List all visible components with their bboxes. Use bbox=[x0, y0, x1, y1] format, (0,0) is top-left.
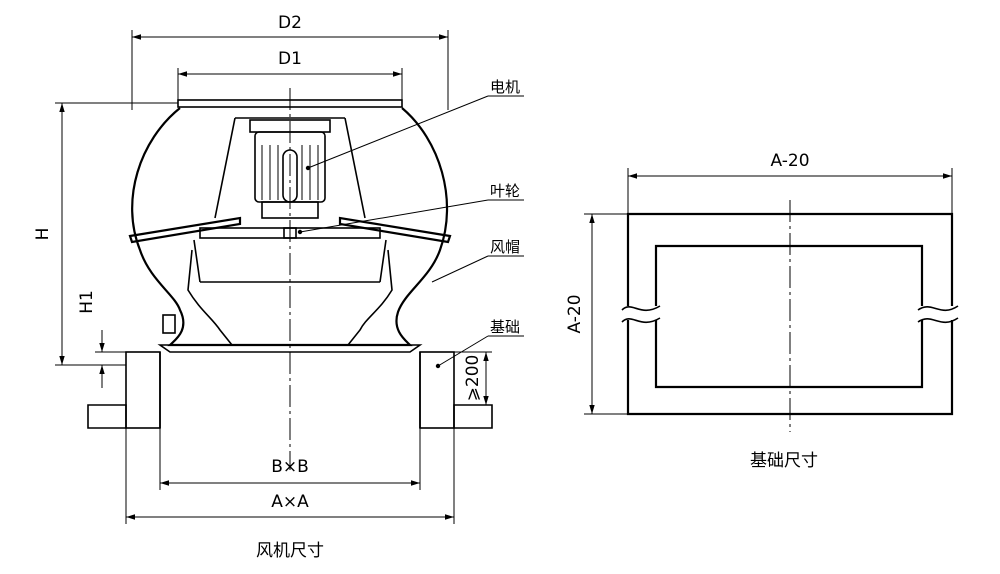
dim-axa: A×A bbox=[271, 492, 309, 512]
foundation-left bbox=[125, 351, 161, 429]
junction-box bbox=[162, 314, 176, 334]
dim-bxb: B×B bbox=[271, 457, 309, 477]
fan-caption: 风机尺寸 bbox=[256, 541, 324, 561]
roof-slab-left bbox=[87, 404, 127, 429]
base-flange bbox=[157, 344, 423, 353]
label-foundation: 基础 bbox=[490, 318, 520, 336]
plan-outer-frame bbox=[626, 212, 954, 416]
hood-inner bbox=[187, 249, 393, 346]
roof-slab-right bbox=[453, 404, 493, 429]
plan-dim-width: A-20 bbox=[770, 151, 809, 171]
plan-dim-height: A-20 bbox=[565, 294, 585, 333]
motor bbox=[249, 119, 331, 219]
foundation-plan: A-20 A-20 基础尺寸 bbox=[565, 151, 959, 471]
dim-h1: H1 bbox=[77, 290, 97, 314]
inlet-bell bbox=[193, 239, 387, 283]
dim-d1: D1 bbox=[278, 49, 302, 69]
base-caption: 基础尺寸 bbox=[750, 451, 818, 471]
label-impeller: 叶轮 bbox=[490, 182, 520, 200]
plan-inner-frame bbox=[654, 244, 924, 389]
dim-d2: D2 bbox=[278, 13, 302, 33]
foundation-right bbox=[419, 351, 455, 429]
label-hood: 风帽 bbox=[490, 238, 520, 256]
dim-min-height: ⩾200 bbox=[463, 355, 483, 402]
fan-elevation: D2 D1 H H1 ⩾200 B×B A×A 电机 bbox=[33, 13, 524, 561]
motor-support bbox=[214, 117, 366, 219]
dim-h: H bbox=[33, 228, 53, 241]
impeller bbox=[128, 216, 452, 244]
label-motor: 电机 bbox=[490, 78, 520, 96]
